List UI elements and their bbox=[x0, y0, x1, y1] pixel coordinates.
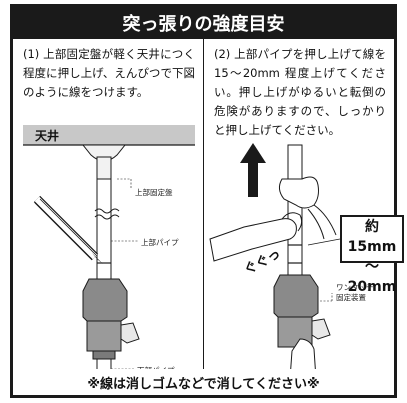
upper-pipe-label: 上部パイプ bbox=[141, 238, 179, 247]
measure-line2: ～20mm bbox=[347, 259, 397, 295]
step1-caption: (1) 上部固定盤が軽く天井につく程度に押し上げ、えんぴつで下図のように線をつけ… bbox=[23, 47, 195, 99]
measurement-callout: 約15mm ～20mm bbox=[340, 215, 404, 295]
footer-text: ※線は消しゴムなどで消してください※ bbox=[87, 376, 320, 392]
step2-panel: (2) 上部パイプを押し上げて線を15～20mm 程度上げてください。押し上げが… bbox=[204, 39, 404, 379]
panel-divider bbox=[203, 39, 204, 379]
step2-caption: (2) 上部パイプを押し上げて線を15～20mm 程度上げてください。押し上げが… bbox=[214, 47, 386, 137]
page-title: 突っ張りの強度目安 bbox=[122, 14, 285, 35]
pencil-icon bbox=[33, 195, 103, 264]
step1-illustration bbox=[23, 125, 195, 379]
ceiling-label: 天井 bbox=[35, 129, 60, 143]
title-bar: 突っ張りの強度目安 bbox=[13, 7, 394, 39]
top-plate-label: 上部固定盤 bbox=[135, 188, 173, 197]
up-arrow-icon bbox=[240, 143, 266, 197]
fixing-device-label: ワンタッチ 固定装置 bbox=[336, 283, 374, 302]
step2-illustration bbox=[209, 143, 341, 379]
ceiling-shape bbox=[23, 125, 195, 145]
step1-panel: (1) 上部固定盤が軽く天井につく程度に押し上げ、えんぴつで下図のように線をつけ… bbox=[13, 39, 203, 379]
instruction-frame: 突っ張りの強度目安 (1) 上部固定盤が軽く天井につく程度に押し上げ、えんぴつで… bbox=[10, 4, 404, 398]
measure-line1: 約15mm bbox=[347, 219, 397, 255]
footer-note: ※線は消しゴムなどで消してください※ bbox=[13, 369, 394, 395]
